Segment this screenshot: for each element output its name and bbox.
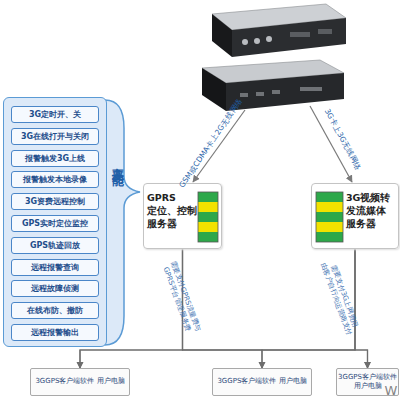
- function-text: 在线布防、撤防: [27, 305, 83, 316]
- function-item: 3G资费远程控制: [11, 193, 99, 210]
- function-text: 报警触发本地录像: [23, 174, 87, 185]
- server-icon-frame: [198, 192, 218, 242]
- client-box: 3GGPS客户端软件 用户电脑: [30, 368, 130, 396]
- function-item: 3G定时开、关: [11, 106, 99, 123]
- server-stripe: [198, 222, 218, 232]
- server-box: GPRS 定位、控制 服务器: [143, 183, 222, 249]
- function-item: 3G在线打开与关闭: [11, 128, 99, 145]
- client-name: 3GGPS客户端软件 用户电脑: [35, 377, 124, 386]
- network-note: GSM或CDMA卡上2G无线网络: [177, 96, 245, 190]
- device-port: [318, 29, 332, 34]
- device-front-face: [226, 73, 344, 111]
- function-item: 远程故障侦测: [11, 280, 99, 297]
- device-connector: [254, 38, 260, 44]
- network-connector: [80, 249, 355, 368]
- device-port: [300, 87, 322, 91]
- client-name: 3GGPS客户端软件 用户电脑: [217, 377, 306, 386]
- server-icon-frame: [316, 192, 343, 242]
- function-item: 报警触发3G上线: [11, 150, 99, 167]
- server-stripe: [198, 202, 218, 212]
- function-item: 报警触发本地录像: [11, 171, 99, 188]
- server-stripe: [316, 192, 343, 202]
- server-stripe: [316, 222, 343, 232]
- server-stripe: [198, 232, 218, 242]
- device-port: [290, 32, 310, 37]
- function-panel: 3G定时开、关 3G在线打开与关闭报警触发3G上线报警触发本地录像 3G资费远程控制…: [3, 97, 107, 347]
- server-name: 3G视频转 发流媒体 服务器: [346, 192, 399, 230]
- panel-brace: [105, 100, 140, 345]
- device-side-face: [212, 14, 232, 57]
- function-text: 报警触发3G上线: [25, 153, 85, 164]
- function-item: GPS轨迹回放: [11, 237, 99, 254]
- server-stripe: [316, 232, 343, 242]
- function-item: GPS实时定位监控: [11, 215, 99, 232]
- function-item: 远程报警查询: [11, 259, 99, 276]
- server-stripe: [198, 212, 218, 222]
- server-stripe: [316, 202, 343, 212]
- panel-heading: 主要功能: [109, 158, 126, 166]
- function-text: 远程故障侦测: [31, 283, 79, 294]
- device-connector: [266, 36, 272, 42]
- function-item: 在线布防、撤防: [11, 302, 99, 319]
- function-item: 远程报警输出: [11, 324, 99, 341]
- device-port: [272, 90, 280, 94]
- device-port: [240, 93, 248, 97]
- device-port: [256, 92, 264, 96]
- function-text: 远程报警输出: [31, 327, 79, 338]
- server-name: GPRS 定位、控制 服务器: [147, 192, 199, 230]
- network-note: 3G卡上3G无线网络: [321, 107, 362, 173]
- device-front-face: [232, 18, 346, 57]
- function-text: 远程报警查询: [31, 262, 79, 273]
- client-box: 3GGPS客户端软件 用户电脑: [212, 368, 312, 396]
- function-text: 3G在线打开与关闭: [21, 131, 89, 142]
- function-text: 3G资费远程控制: [25, 196, 85, 207]
- function-text: GPS轨迹回放: [30, 240, 80, 251]
- server-stripe: [198, 192, 218, 202]
- device-side-face: [202, 68, 226, 111]
- function-text: GPS实时定位监控: [22, 218, 88, 229]
- server-stripe: [316, 212, 343, 222]
- watermark: W: [385, 383, 398, 398]
- server-box: 3G视频转 发流媒体 服务器: [311, 183, 399, 249]
- fee-note: 需要支付GPRS流量费与 GPRS平台管理服务费: [154, 243, 208, 352]
- function-text: 3G定时开、关: [29, 109, 81, 120]
- device-connector: [242, 39, 248, 45]
- fee-note: 需要支付3G上网费用 由客户自行向运营商支付: [313, 243, 367, 352]
- network-connector: [355, 249, 368, 368]
